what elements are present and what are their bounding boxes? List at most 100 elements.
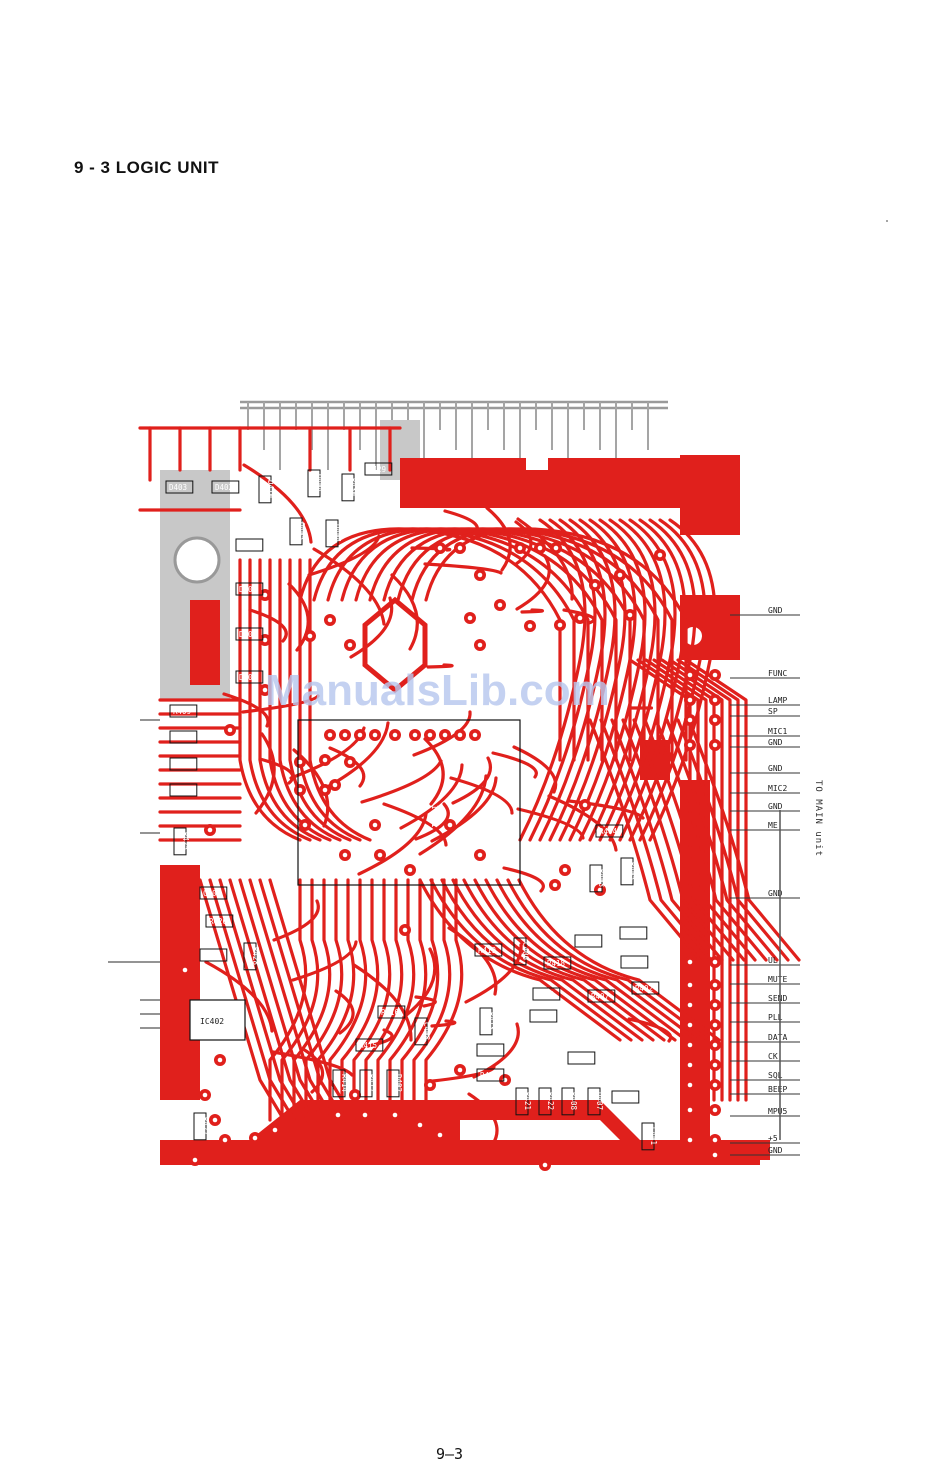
trace xyxy=(520,608,544,614)
pad-hole xyxy=(352,1092,358,1098)
pad-hole xyxy=(527,623,533,629)
trace xyxy=(684,658,748,1102)
trace xyxy=(429,878,633,1042)
pad-hole xyxy=(477,572,483,578)
component-label: R425 xyxy=(181,832,190,850)
trace xyxy=(516,807,585,840)
pad-hole xyxy=(712,1062,718,1068)
component-label: D410 xyxy=(266,480,275,499)
trace xyxy=(418,774,488,856)
pad-hole xyxy=(457,545,463,551)
component-r419: R419 xyxy=(474,943,503,957)
connector-pin-gnd: GND xyxy=(730,738,800,748)
pad-hole xyxy=(712,1042,718,1048)
connector-label: MIC2 xyxy=(768,784,787,793)
pad-hole xyxy=(687,1107,693,1113)
component-r426: R426 xyxy=(205,914,234,928)
pad-hole xyxy=(457,732,463,738)
trace xyxy=(516,517,574,601)
component-label: D403 xyxy=(169,483,187,492)
component-label: R415 xyxy=(359,1041,377,1050)
connector-label: GND xyxy=(768,1146,783,1155)
ic401-label: IC401 xyxy=(430,805,439,828)
pad-hole xyxy=(552,882,558,888)
component-r408: R408 xyxy=(561,1087,578,1116)
trace xyxy=(287,582,310,652)
trace xyxy=(665,718,779,962)
component-label: R414 xyxy=(340,1074,349,1093)
pad-hole xyxy=(553,545,559,551)
pad-hole xyxy=(477,852,483,858)
pad-hole xyxy=(417,1122,423,1128)
pad-hole xyxy=(192,1157,198,1163)
connector-label: SP xyxy=(768,707,778,716)
component-label: R402 xyxy=(635,984,653,993)
trace xyxy=(610,718,724,962)
pad-hole xyxy=(687,1137,693,1143)
component-d402: D402 xyxy=(211,480,240,494)
trace xyxy=(562,608,596,625)
component-label: R419 xyxy=(478,946,496,955)
component-r427: R427 xyxy=(193,1112,210,1141)
pad-hole xyxy=(437,545,443,551)
component-c408: C408 xyxy=(414,1017,431,1046)
trace xyxy=(360,759,443,804)
connector-label: MIC1 xyxy=(768,727,787,736)
component-r425: R425 xyxy=(173,827,190,856)
connector-pin-send: SEND xyxy=(730,994,800,1004)
pad-hole xyxy=(302,822,308,828)
connector-pin-sp: SP xyxy=(730,707,800,717)
pad-hole xyxy=(712,1002,718,1008)
connector-pin-beep: BEEP xyxy=(730,1085,800,1095)
trace xyxy=(660,658,724,1102)
component-r422: R422 xyxy=(538,1087,555,1116)
connector-pin-gnd: GND xyxy=(730,1146,800,1156)
trace xyxy=(430,776,498,843)
pad-hole xyxy=(687,742,693,748)
pad-hole xyxy=(497,602,503,608)
component-c409: C409 xyxy=(199,886,228,900)
connector-label: MPU5 xyxy=(768,1107,787,1116)
pads xyxy=(179,542,721,1171)
side-text: TO MAIN unit xyxy=(813,780,823,857)
trace xyxy=(312,547,386,626)
pad-hole xyxy=(182,967,188,973)
component-label: D407 xyxy=(595,1092,604,1110)
component-label: D404 xyxy=(333,524,342,543)
trace xyxy=(340,878,380,1122)
pad-hole xyxy=(207,827,213,833)
connector-label: DATA xyxy=(768,1033,787,1042)
component-label: R422 xyxy=(546,1092,555,1110)
component-label: R409 xyxy=(173,707,191,716)
pad-hole xyxy=(342,732,348,738)
pad-hole xyxy=(262,687,268,693)
pad-hole xyxy=(427,1082,433,1088)
connector-pin-func: FUNC xyxy=(730,669,800,679)
trace xyxy=(357,812,428,876)
component-q403: Q403 xyxy=(532,987,561,1001)
component-r430: R430 xyxy=(341,473,358,502)
pad-hole xyxy=(262,592,268,598)
pad-hole xyxy=(437,1132,443,1138)
component-label: R413 xyxy=(487,1012,496,1030)
connector-label: +5 xyxy=(768,1134,778,1143)
trace xyxy=(238,558,302,842)
trace xyxy=(464,943,523,1004)
connector-pin-plus5: +5 xyxy=(730,1134,800,1144)
trace xyxy=(254,732,276,815)
trace xyxy=(451,878,655,1042)
connector-pin-mpu5: MPU5 xyxy=(730,1107,800,1117)
right-connector: GNDFUNCLAMPSPMIC1GNDGNDMIC2GNDMEGNDULMUT… xyxy=(730,606,800,1156)
pad-hole xyxy=(217,1057,223,1063)
connector-label: ME xyxy=(768,821,778,830)
trace xyxy=(447,926,498,996)
pad-hole xyxy=(712,742,718,748)
component-r411: R411 xyxy=(169,757,198,771)
pad-hole xyxy=(335,1112,341,1118)
pad-hole xyxy=(227,727,233,733)
pad-hole xyxy=(592,582,598,588)
mount-hole-top xyxy=(373,497,387,511)
pad-hole xyxy=(712,1152,718,1158)
